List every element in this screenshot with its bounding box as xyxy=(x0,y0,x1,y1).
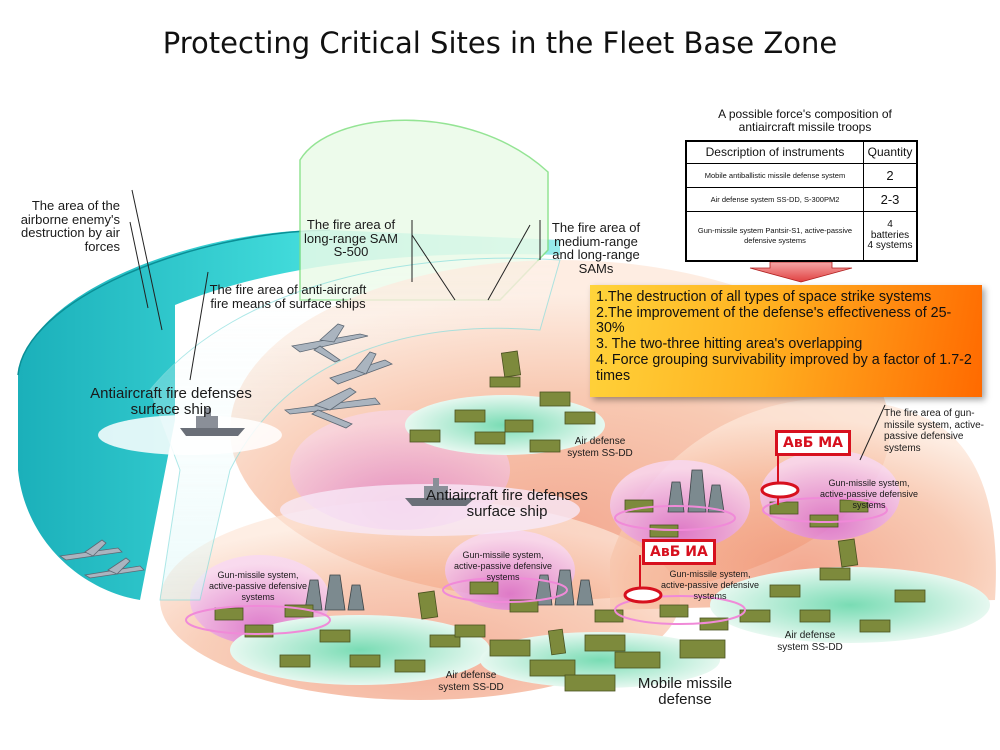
effect-item: 3. The two-three hitting area's overlapp… xyxy=(596,336,863,353)
air-defense-label-2: Air defense system SS-DD xyxy=(438,670,504,693)
flag-poles xyxy=(623,452,800,604)
row-quantity: 2-3 xyxy=(863,187,918,212)
table-row: Air defense system SS-DD, S-300PM2 2-3 xyxy=(685,187,918,212)
surface-ships-fire-label: The fire area of anti-aircraft fire mean… xyxy=(209,282,367,311)
header-quantity: Quantity xyxy=(863,140,918,165)
airborne-destruction-label: The area of the airborne enemy's destruc… xyxy=(20,198,120,254)
pointer-lines xyxy=(129,189,886,461)
flag-avb-ma: АвБ МА xyxy=(775,430,852,456)
row-description: Gun-missile system Pantsir-S1, active-pa… xyxy=(685,210,864,262)
gun-missile-label-2: Gun-missile system, active-passive defen… xyxy=(453,550,553,582)
long-range-sam-label: The fire area of long-range SAM S-500 xyxy=(304,217,398,260)
row-description: Mobile antiballistic missile defense sys… xyxy=(685,163,864,189)
air-defense-label-3: Air defense system SS-DD xyxy=(777,630,843,653)
effects-box: 1.The destruction of all types of space … xyxy=(590,285,982,397)
effect-item: 4. Force grouping survivability improved… xyxy=(596,351,972,384)
radar-antenna-icons xyxy=(417,350,859,656)
s500-cylinder xyxy=(299,119,549,301)
header-description: Description of instruments xyxy=(685,140,864,165)
aa-ship-label-1: Antiaircraft fire defenses surface ship xyxy=(90,385,252,418)
aircraft-icons xyxy=(58,323,393,579)
page-title: Protecting Critical Sites in the Fleet B… xyxy=(162,26,838,60)
aa-ship-label-2: Antiaircraft fire defenses surface ship xyxy=(426,487,588,520)
table-header-row: Description of instruments Quantity xyxy=(685,140,918,165)
table-arrow xyxy=(749,261,853,283)
gun-missile-rings xyxy=(185,497,888,635)
air-force-zone xyxy=(17,229,560,600)
gun-missile-label-4: Gun-missile system, active-passive defen… xyxy=(819,478,919,510)
force-composition-table: Description of instruments Quantity Mobi… xyxy=(685,140,918,262)
gun-missile-label-3: Gun-missile system, active-passive defen… xyxy=(660,569,760,601)
effect-item: 1.The destruction of all types of space … xyxy=(596,289,932,305)
medium-long-sams-label: The fire area of medium-range and long-r… xyxy=(551,220,641,276)
row-quantity: 4 batteries 4 systems xyxy=(863,210,918,262)
ship-icons xyxy=(180,408,475,506)
air-defense-label-1: Air defense system SS-DD xyxy=(567,436,633,459)
flag-avb-ia: АвБ ИА xyxy=(642,539,716,565)
table-row: Gun-missile system Pantsir-S1, active-pa… xyxy=(685,210,918,262)
row-quantity: 2 xyxy=(863,163,918,189)
gun-missile-label-1: Gun-missile system, active-passive defen… xyxy=(208,570,308,602)
row-description: Air defense system SS-DD, S-300PM2 xyxy=(685,187,864,212)
force-table-title: A possible force's composition of antiai… xyxy=(718,107,892,134)
table-row: Mobile antiballistic missile defense sys… xyxy=(685,163,918,189)
effect-item: 2.The improvement of the defense's effec… xyxy=(596,304,952,337)
mobile-missile-label: Mobile missile defense xyxy=(637,675,733,708)
gun-missile-area-label: The fire area of gun-missile system, act… xyxy=(884,408,985,454)
ship-fire-area xyxy=(98,257,580,601)
